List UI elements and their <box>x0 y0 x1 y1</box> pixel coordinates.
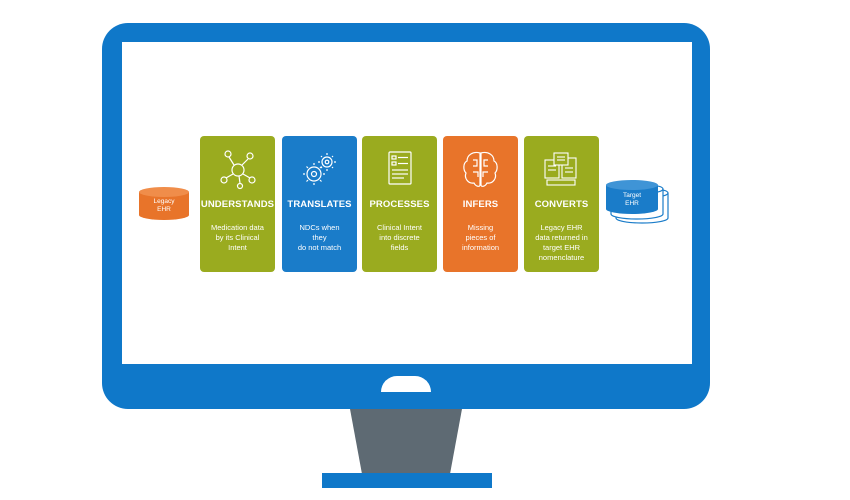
legacy-ehr-label: Legacy EHR <box>153 198 175 213</box>
step-title: INFERS <box>462 199 499 210</box>
brain-icon <box>463 151 498 187</box>
monitor-stand <box>350 409 462 474</box>
step-title: TRANSLATES <box>287 199 352 210</box>
target-ehr-label: Target EHR <box>622 192 642 207</box>
step-title: UNDERSTANDS <box>200 199 275 210</box>
step-title: CONVERTS <box>534 199 589 210</box>
step-title: PROCESSES <box>369 199 430 210</box>
monitor-power-button <box>381 376 431 392</box>
target-ehr-database-icon <box>606 180 669 224</box>
legacy-ehr-database-icon <box>139 187 189 220</box>
network-nodes-icon <box>220 150 256 190</box>
documents-icon <box>544 152 577 186</box>
gears-icon <box>303 153 336 185</box>
form-document-icon <box>388 151 412 185</box>
monitor-base <box>322 473 492 488</box>
